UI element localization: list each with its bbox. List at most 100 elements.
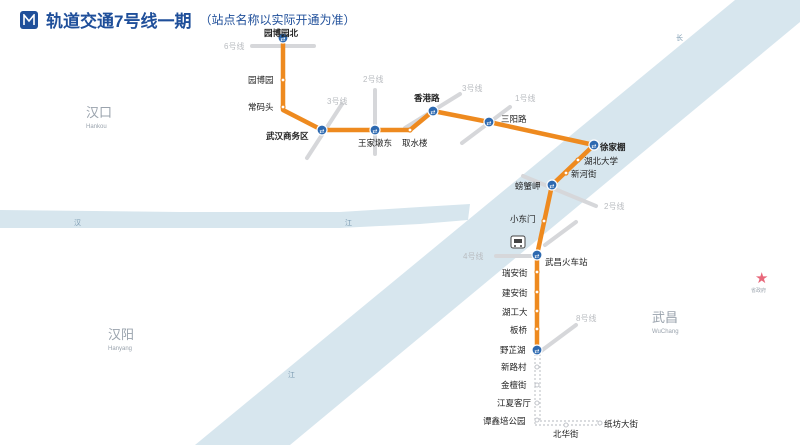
- metro-logo-icon: [20, 10, 38, 29]
- svg-text:⇄: ⇄: [281, 36, 286, 43]
- line-label-1: 1号线: [515, 93, 535, 103]
- transfer-icon: ⇄: [369, 124, 381, 136]
- svg-text:⇄: ⇄: [487, 120, 492, 127]
- station-label: 徐家棚: [599, 142, 626, 152]
- transfer-icon: ⇄: [531, 344, 543, 356]
- line-8-stub: [535, 323, 578, 356]
- station-dot: [280, 104, 286, 110]
- station-label: 园博园: [248, 75, 274, 85]
- station-label: 江夏客厅: [497, 398, 532, 408]
- district-hankou: 汉口: [86, 105, 112, 120]
- planned-station-dot: [534, 382, 540, 388]
- river-labels: 长 汉 江 江: [74, 33, 683, 379]
- station-label: 螃蟹岬: [515, 181, 541, 191]
- station-label: 瑞安街: [502, 268, 528, 278]
- station-label: 武汉商务区: [266, 131, 309, 141]
- planned-station-dot: [534, 417, 540, 423]
- svg-text:⇄: ⇄: [550, 183, 555, 190]
- star-icon: ★: [755, 270, 768, 287]
- planned-station-dot: [534, 400, 540, 406]
- transfer-icon: ⇄: [483, 116, 495, 128]
- transfer-stations: ⇄ ⇄ ⇄ ⇄ ⇄ ⇄ ⇄ ⇄ ⇄: [277, 32, 600, 356]
- district-labels: 汉口 Hankou 汉阳 Hanyang 武昌 WuChang: [86, 105, 679, 352]
- svg-text:⇄: ⇄: [592, 143, 597, 150]
- station-dot: [280, 77, 286, 83]
- station-label: 野芷湖: [500, 345, 526, 355]
- svg-text:⇄: ⇄: [320, 128, 325, 135]
- district-wuchang: 武昌: [652, 310, 678, 325]
- transfer-icon: ⇄: [546, 179, 558, 191]
- line-label-2a: 2号线: [363, 74, 383, 84]
- station-label: 纸坊大街: [604, 419, 639, 429]
- station-label: 香港路: [413, 93, 440, 103]
- station-label: 建安街: [502, 288, 528, 298]
- station-label: 新河街: [571, 169, 597, 179]
- station-dot: [563, 170, 569, 176]
- regular-stations: [280, 77, 581, 332]
- station-label: 小东门: [510, 214, 536, 224]
- station-label: 金檀街: [501, 380, 527, 390]
- station-label: 北华街: [553, 429, 579, 439]
- river-label-han-2: 江: [345, 219, 352, 227]
- station-dot: [534, 326, 540, 332]
- svg-text:⇄: ⇄: [535, 348, 540, 355]
- transfer-icon: ⇄: [316, 124, 328, 136]
- river-label-jiang: 江: [288, 371, 295, 379]
- station-label: 谭鑫培公园: [483, 416, 526, 426]
- river-label-chang: 长: [676, 33, 683, 42]
- map-header: 轨道交通7号线一期 （站点名称以实际开通为准）: [20, 7, 355, 32]
- line-2-stub-b: [521, 174, 598, 208]
- station-label: 常码头: [248, 102, 274, 112]
- line-label-3a: 3号线: [327, 96, 347, 106]
- station-label: 湖工大: [502, 307, 528, 317]
- station-label: 王家墩东: [358, 138, 392, 148]
- planned-station-dot: [563, 422, 569, 428]
- station-dot: [534, 308, 540, 314]
- line-4-stub-b: [543, 220, 578, 247]
- station-dot: [541, 218, 547, 224]
- map-title: 轨道交通7号线一期: [46, 12, 192, 31]
- capital-label: 省政府: [751, 287, 766, 294]
- transfer-icon: ⇄: [277, 32, 289, 44]
- station-label: 取水楼: [402, 138, 428, 148]
- planned-extension: [534, 350, 600, 426]
- station-dot: [534, 289, 540, 295]
- transfer-icon: ⇄: [427, 105, 439, 117]
- station-label: 湖北大学: [584, 156, 619, 166]
- station-label: 园博园北: [264, 28, 299, 38]
- transfer-line-labels: 6号线 3号线 2号线 3号线 1号线 2号线 4号线 8号线: [224, 41, 624, 323]
- planned-station-dots: [534, 364, 603, 428]
- district-hanyang: 汉阳: [108, 327, 134, 342]
- station-label: 板桥: [510, 325, 528, 335]
- station-dot: [407, 127, 413, 133]
- station-label: 三阳路: [501, 114, 527, 124]
- train-station-icon: [510, 235, 526, 249]
- planned-station-dot: [597, 420, 603, 426]
- line-label-2b: 2号线: [604, 201, 624, 211]
- han-river: [0, 204, 470, 228]
- svg-text:⇄: ⇄: [373, 128, 378, 135]
- capital-marker: ★ 省政府: [751, 270, 768, 294]
- svg-text:⇄: ⇄: [431, 109, 436, 116]
- district-wuchang-en: WuChang: [652, 329, 679, 335]
- station-dot: [534, 269, 540, 275]
- planned-station-dot: [534, 364, 540, 370]
- transfer-icon: ⇄: [588, 139, 600, 151]
- line-label-6: 6号线: [224, 41, 244, 51]
- station-dot: [575, 157, 581, 163]
- map-subtitle: （站点名称以实际开通为准）: [199, 13, 356, 27]
- line-label-4: 4号线: [463, 251, 483, 261]
- yangtze-river: [195, 0, 800, 445]
- district-hankou-en: Hankou: [86, 124, 107, 130]
- station-label: 新路村: [501, 362, 527, 372]
- svg-text:⇄: ⇄: [535, 253, 540, 260]
- transfer-icon: ⇄: [531, 249, 543, 261]
- station-label: 武昌火车站: [545, 257, 588, 267]
- river-label-han: 汉: [74, 219, 81, 227]
- district-hanyang-en: Hanyang: [108, 346, 132, 352]
- line-label-3b: 3号线: [462, 83, 482, 93]
- station-labels: 园博园北 园博园 常码头 武汉商务区 王家墩东 取水楼 香港路 三阳路 徐家棚 …: [248, 28, 639, 439]
- line-label-8: 8号线: [576, 313, 596, 323]
